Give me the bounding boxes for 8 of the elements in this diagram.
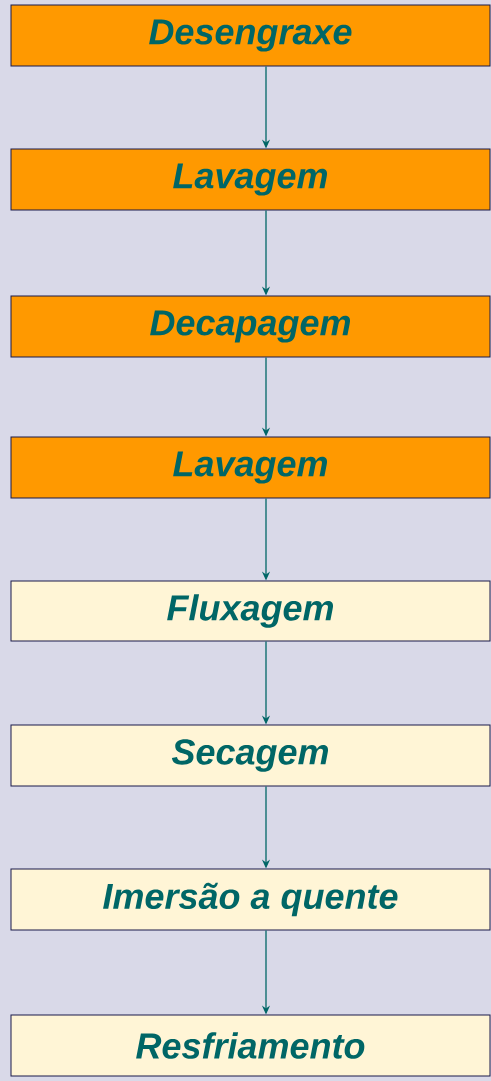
process-box: Secagem [10, 724, 491, 787]
process-box: Fluxagem [10, 580, 491, 642]
process-box: Lavagem [10, 148, 491, 211]
process-box: Desengraxe [10, 4, 491, 67]
process-box: Decapagem [10, 295, 491, 358]
process-box: Imersão a quente [10, 868, 491, 931]
process-box: Lavagem [10, 436, 491, 499]
process-box: Resfriamento [10, 1014, 491, 1077]
